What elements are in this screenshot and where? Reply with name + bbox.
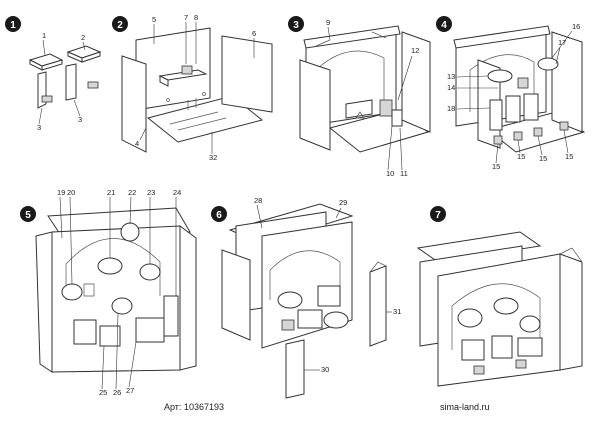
- svg-text:13: 13: [447, 72, 455, 81]
- step-badge-1: 1: [5, 16, 21, 32]
- step-2-frame-drawing: [121, 27, 273, 153]
- svg-text:5: 5: [25, 210, 31, 221]
- svg-text:24: 24: [173, 188, 181, 197]
- svg-text:3: 3: [37, 123, 41, 132]
- svg-text:9: 9: [326, 18, 330, 27]
- step-7: 7: [416, 206, 583, 387]
- svg-text:29: 29: [339, 198, 347, 207]
- step-4: 4 16 17 13 14 18 15 15 15 15: [436, 16, 586, 171]
- svg-text:25: 25: [99, 388, 107, 397]
- svg-text:19: 19: [57, 188, 65, 197]
- svg-text:26: 26: [113, 388, 121, 397]
- website-link[interactable]: sima-land.ru: [440, 402, 490, 412]
- svg-text:21: 21: [107, 188, 115, 197]
- svg-text:1: 1: [10, 20, 16, 31]
- svg-text:4: 4: [135, 139, 139, 148]
- svg-text:10: 10: [386, 169, 394, 178]
- svg-text:7: 7: [184, 13, 188, 22]
- article-number: Арт: 10367193: [164, 402, 224, 412]
- svg-text:15: 15: [517, 152, 525, 161]
- svg-text:28: 28: [254, 196, 262, 205]
- svg-text:31: 31: [393, 307, 401, 316]
- svg-text:30: 30: [321, 365, 329, 374]
- svg-text:32: 32: [209, 153, 217, 162]
- svg-text:3: 3: [78, 115, 82, 124]
- svg-text:16: 16: [572, 22, 580, 31]
- step-6: 6 28 29 31 30: [211, 196, 401, 399]
- svg-text:2: 2: [117, 20, 123, 31]
- step-3-house-drawing: [299, 25, 431, 153]
- svg-text:5: 5: [152, 15, 156, 24]
- svg-text:4: 4: [441, 20, 447, 31]
- step-7-final-drawing: [416, 231, 583, 387]
- svg-text:2: 2: [81, 33, 85, 42]
- svg-text:8: 8: [194, 13, 198, 22]
- svg-text:20: 20: [67, 188, 75, 197]
- step-3: 3 9 12 10 11: [288, 16, 431, 178]
- svg-text:27: 27: [126, 386, 134, 395]
- svg-text:3: 3: [293, 20, 299, 31]
- step-badge-2: 2: [112, 16, 128, 32]
- svg-text:22: 22: [128, 188, 136, 197]
- step-1: 1 1 2 3 3: [5, 16, 102, 132]
- svg-text:15: 15: [565, 152, 573, 161]
- step-5: 5 19 20 21 22 23 24 25 26 27: [20, 188, 197, 397]
- step-6-house-drawing: [221, 203, 387, 399]
- svg-text:7: 7: [435, 210, 441, 221]
- svg-text:17: 17: [558, 38, 566, 47]
- svg-text:15: 15: [492, 162, 500, 171]
- step-badge-6: 6: [211, 206, 227, 222]
- step-badge-4: 4: [436, 16, 452, 32]
- step-badge-3: 3: [288, 16, 304, 32]
- svg-text:11: 11: [400, 169, 408, 178]
- step-badge-7: 7: [430, 206, 446, 222]
- svg-text:23: 23: [147, 188, 155, 197]
- step-2: 2 5 7 8 6 4 32: [112, 13, 273, 162]
- step-4-house-drawing: [453, 25, 586, 153]
- svg-text:6: 6: [216, 210, 222, 221]
- step-1-parts-drawing: [28, 45, 102, 109]
- svg-text:6: 6: [252, 29, 256, 38]
- svg-text:14: 14: [447, 83, 455, 92]
- svg-text:18: 18: [447, 104, 455, 113]
- svg-text:15: 15: [539, 154, 547, 163]
- svg-text:12: 12: [411, 46, 419, 55]
- svg-text:1: 1: [42, 31, 46, 40]
- step-5-house-drawing: [35, 207, 197, 373]
- step-badge-5: 5: [20, 206, 36, 222]
